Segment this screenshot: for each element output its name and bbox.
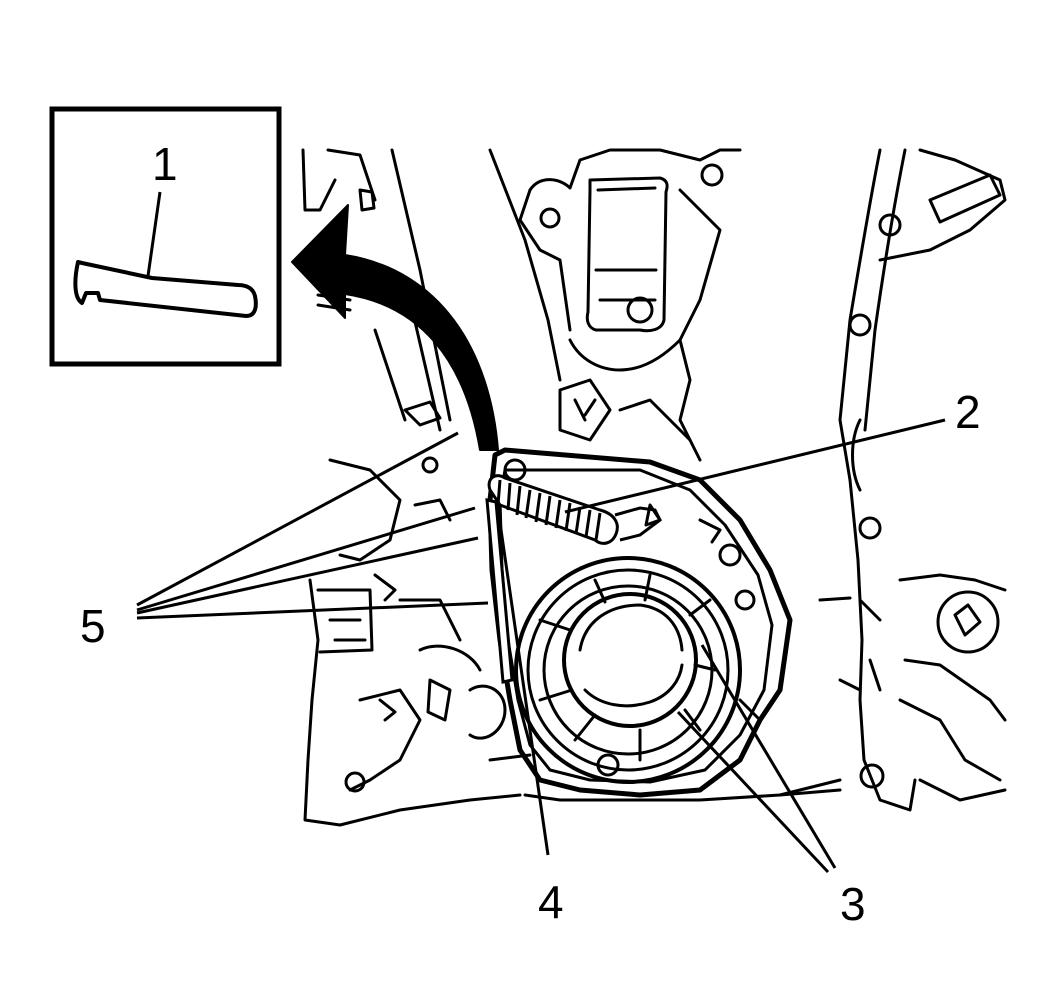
callout-lines	[136, 418, 946, 874]
callout-line-3b	[676, 710, 830, 874]
seal-outer-ring	[514, 556, 742, 784]
front-cover	[487, 447, 793, 798]
callout-line-2	[564, 418, 946, 514]
callout-line-4	[495, 501, 550, 856]
callout-label-5: 5	[80, 600, 106, 652]
callout-label-3: 3	[840, 878, 866, 930]
inset-panel: 1	[49, 106, 282, 367]
callout-label-4: 4	[538, 876, 564, 928]
callout-line-5a	[136, 431, 459, 607]
callout-line-5d	[136, 601, 489, 620]
callout-line-5b	[136, 506, 476, 612]
seal-bore	[562, 592, 698, 728]
callout-label-2: 2	[955, 386, 981, 438]
callout-label-1: 1	[152, 138, 178, 190]
removed-spring-pin	[73, 260, 258, 318]
callout-line-1	[146, 191, 162, 277]
inset-frame	[49, 106, 282, 367]
engine-block	[301, 148, 1007, 827]
callout-line-3a	[700, 644, 837, 869]
tension-spring	[487, 474, 662, 545]
removal-arrow	[291, 204, 499, 451]
callout-line-5c	[136, 536, 479, 615]
tensioner-pin	[485, 498, 514, 684]
